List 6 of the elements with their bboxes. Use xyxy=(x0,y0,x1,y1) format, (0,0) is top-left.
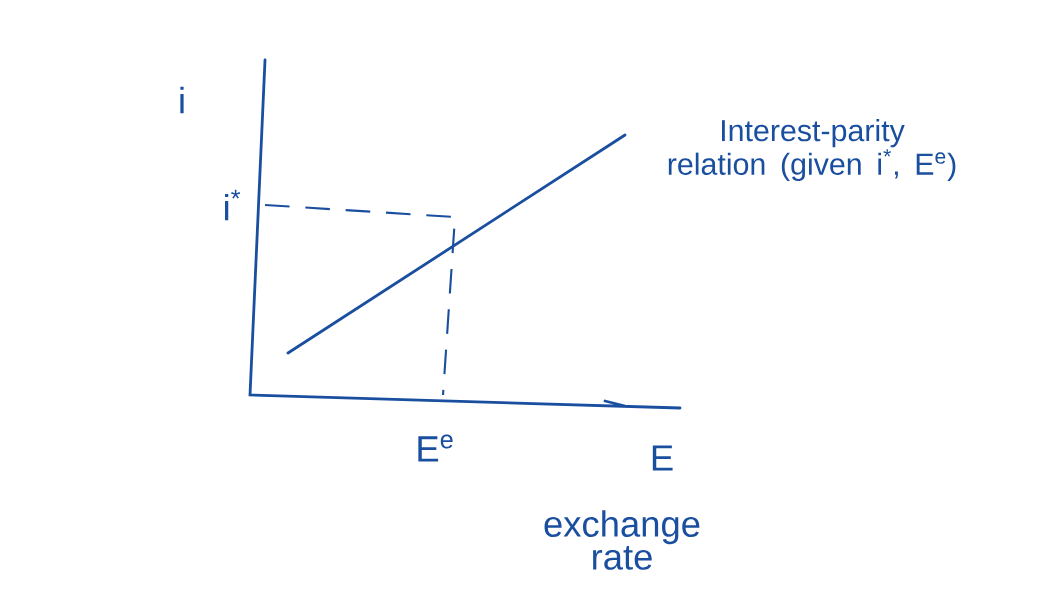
axis-label: i xyxy=(180,86,184,114)
tick-label: E$^{e}$ xyxy=(418,434,453,462)
axis-label: E xyxy=(652,445,673,471)
curve-label: Interest-parity relation (given i$^{*}$, E$^{e}$) xyxy=(668,119,956,181)
axis-label: exchange rate xyxy=(544,510,700,570)
tick-label: i$^{*}$ xyxy=(225,189,241,221)
